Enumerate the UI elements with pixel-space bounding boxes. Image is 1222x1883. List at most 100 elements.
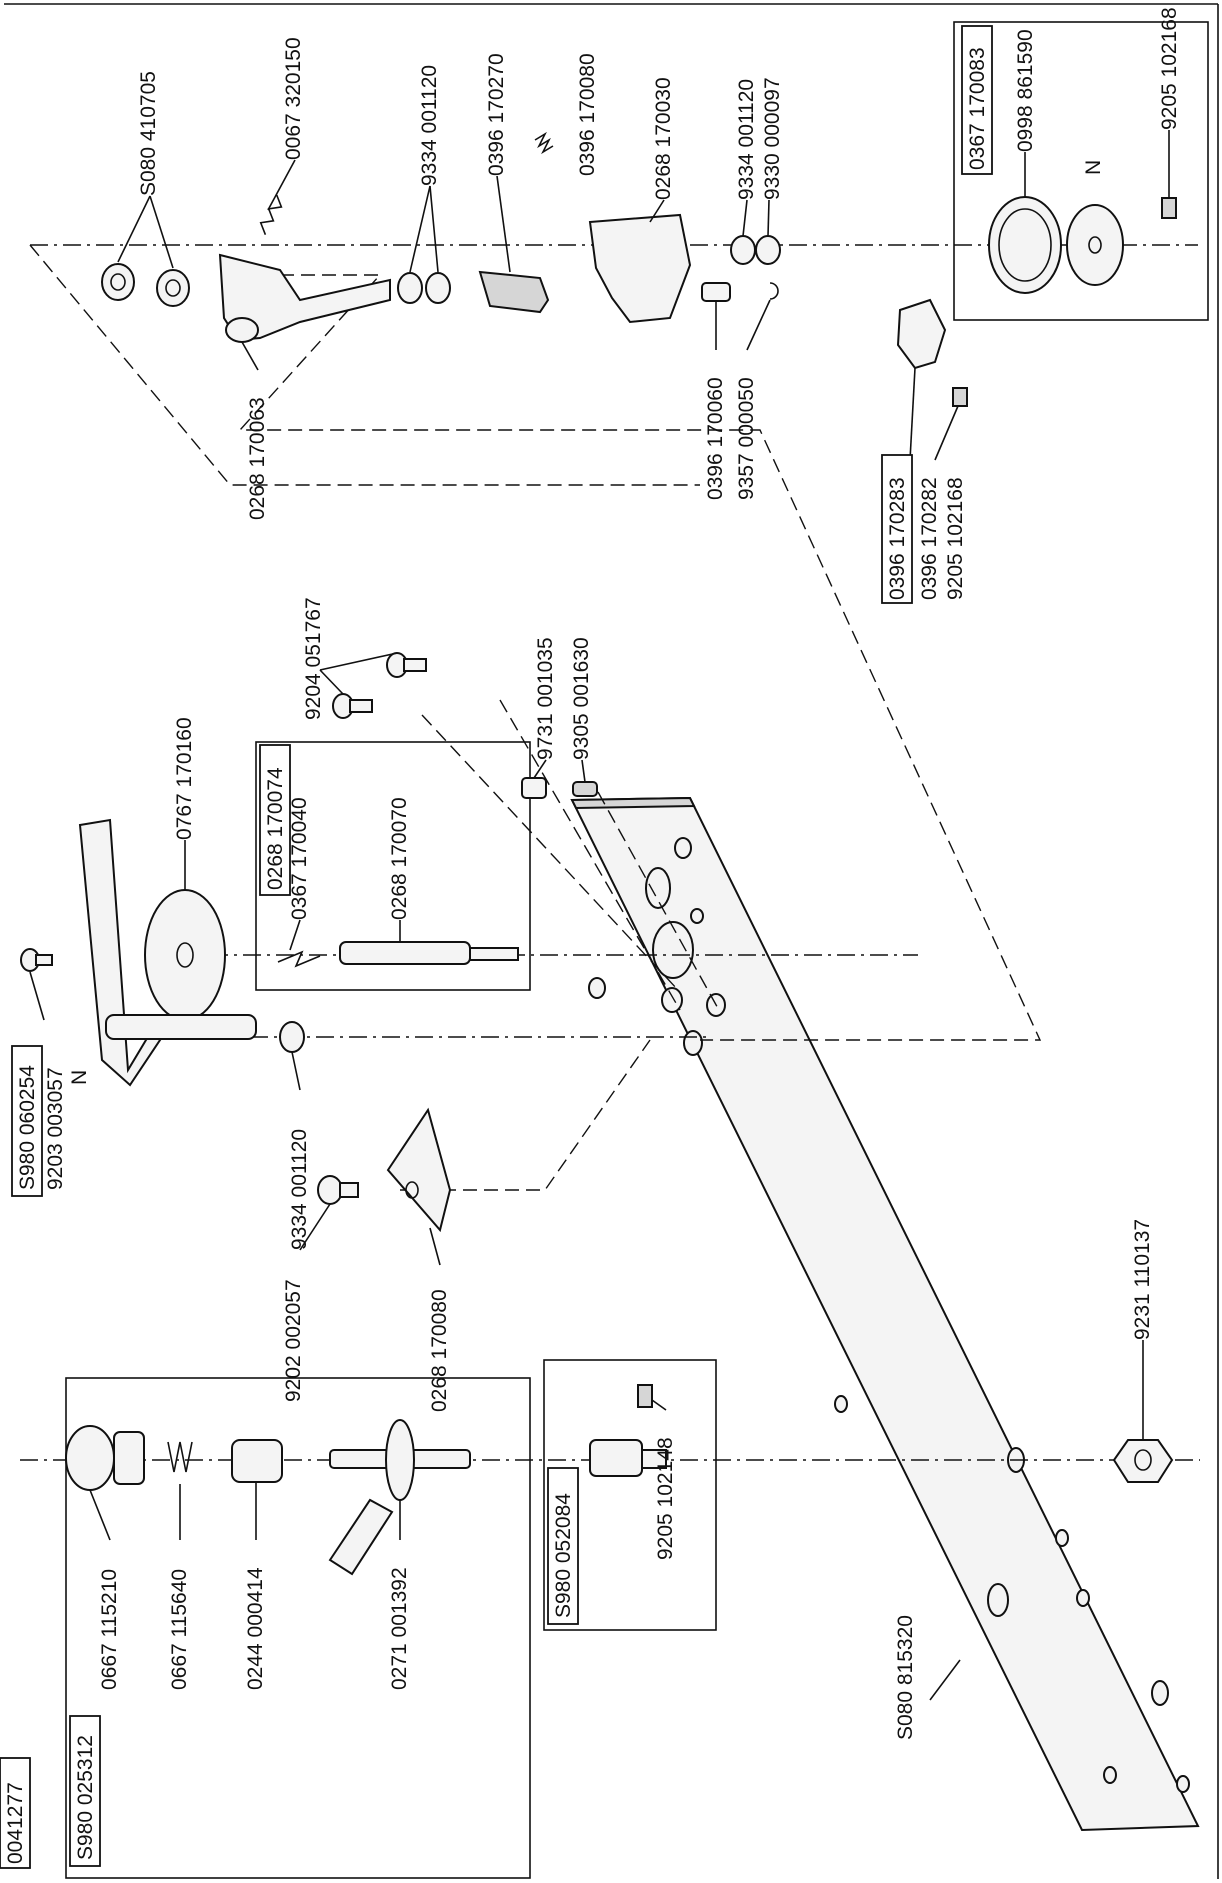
- label-n-top: N: [1082, 160, 1105, 175]
- bushing-9731-001035: [521, 777, 547, 799]
- label-s080-815320: S080 815320: [894, 1615, 917, 1740]
- label-9334-001120-b: 9334 001120: [735, 79, 758, 200]
- label-box-s980-052084: [547, 1467, 579, 1625]
- label-sheet-id: 0041277: [4, 1782, 27, 1864]
- leader: [319, 669, 344, 695]
- leader: [429, 185, 439, 273]
- label-s080-410705: S080 410705: [137, 71, 160, 196]
- label-9205-102148: 9205 102148: [654, 1437, 677, 1560]
- label-0998-861590: 0998 861590: [1014, 29, 1037, 152]
- plate-hole: [645, 867, 671, 909]
- group-box-s980-025312: [65, 1377, 531, 1879]
- label-s980-052084: S980 052084: [552, 1493, 575, 1618]
- shaft-lever: [328, 1498, 394, 1576]
- plate-hole: [661, 987, 683, 1013]
- leader: [909, 367, 916, 461]
- collar-tip: [641, 1449, 667, 1469]
- labels: S080 410705 0067 320150 9334 001120 0396…: [0, 7, 1181, 1869]
- arm-pin: [105, 1014, 257, 1040]
- washer-s080-410705: [101, 263, 135, 301]
- nut-hole: [1134, 1449, 1152, 1471]
- label-0268-170070: 0268 170070: [388, 797, 411, 920]
- label-9357-000050: 9357 000050: [735, 377, 758, 500]
- shaft-0268-170070: [339, 941, 471, 965]
- label-9334-001120: 9334 001120: [418, 65, 441, 186]
- label-0396-170282: 0396 170282: [918, 477, 941, 600]
- setscrew-9205-102148: [637, 1384, 653, 1408]
- label-0367-170083: 0367 170083: [966, 47, 989, 170]
- label-0268-170080: 0268 170080: [428, 1289, 451, 1412]
- label-box-s980-060254: [11, 1045, 43, 1197]
- leader: [429, 1227, 441, 1266]
- leader: [409, 185, 431, 273]
- label-9231-110137: 9231 110137: [1131, 1219, 1154, 1340]
- screw-shaft: [35, 954, 53, 966]
- label-box-0396-170283: [881, 454, 913, 604]
- leader: [291, 1051, 301, 1091]
- nut-9231-110137: [1112, 1439, 1174, 1483]
- shaft-tip: [469, 947, 519, 961]
- label-0268-170030: 0268 170030: [652, 77, 675, 200]
- disc-hole: [176, 942, 194, 968]
- plate-hole: [1076, 1589, 1090, 1607]
- spring-0367-170040: [277, 950, 321, 968]
- leader: [581, 759, 586, 783]
- leader: [496, 175, 511, 273]
- washer-s080-410705: [156, 269, 190, 307]
- label-0667-115210: 0667 115210: [98, 1569, 121, 1690]
- clip-9357-000050: [769, 282, 779, 300]
- knob-body: [113, 1431, 145, 1485]
- leader: [117, 195, 151, 263]
- pin-0396-170060: [701, 282, 731, 302]
- label-9305-001630: 9305 001630: [570, 637, 593, 760]
- plate-hole: [690, 908, 704, 924]
- plate-hole: [683, 1030, 703, 1056]
- guide-line: [238, 274, 1042, 1041]
- leader: [934, 405, 959, 461]
- label-s980-060254: S980 060254: [16, 1065, 39, 1190]
- leader: [149, 195, 174, 269]
- leader: [929, 1659, 961, 1701]
- washer-hole: [110, 273, 126, 291]
- block-0396-170270: [478, 270, 550, 314]
- leader: [299, 1203, 331, 1251]
- group-box-s980-052084: [543, 1359, 717, 1631]
- label-9334-001120-c: 9334 001120: [288, 1129, 311, 1250]
- screw-9202-002057: [317, 1175, 343, 1205]
- label-0268-170074: 0268 170074: [264, 767, 287, 890]
- knob-hole: [1088, 236, 1102, 254]
- label-0396-170080: 0396 170080: [576, 53, 599, 176]
- screw-shaft: [339, 1182, 359, 1198]
- label-0271-001392: 0271 001392: [388, 1567, 411, 1690]
- sleeve-0244-000414: [231, 1439, 283, 1483]
- leader: [649, 199, 665, 223]
- label-9731-001035: 9731 001035: [534, 637, 557, 760]
- leader: [767, 199, 770, 237]
- setscrew-9205-102168: [1161, 197, 1177, 219]
- setscrew-9305-001630: [572, 781, 598, 797]
- clamp-0396-170282: [896, 298, 947, 370]
- plate-hole: [588, 977, 606, 999]
- label-box-sheet-id: [0, 1757, 31, 1869]
- leader: [89, 1489, 111, 1541]
- guide-line: [499, 699, 681, 1011]
- bracket-hole: [405, 1181, 419, 1199]
- plate-hole: [834, 1395, 848, 1413]
- label-9202-002057: 9202 002057: [282, 1279, 305, 1402]
- washer-9330-000097: [755, 235, 781, 265]
- plate-hole: [1055, 1529, 1069, 1547]
- label-0396-170060: 0396 170060: [704, 377, 727, 500]
- label-s980-025312: S980 025312: [74, 1735, 97, 1860]
- label-9205-102168-b: 9205 102168: [944, 477, 967, 600]
- label-0667-115640: 0667 115640: [168, 1569, 191, 1690]
- knob-0667-115210: [65, 1425, 115, 1491]
- plate-hole: [987, 1583, 1009, 1617]
- leader: [746, 299, 771, 351]
- knob-0367-170083: [1066, 204, 1124, 286]
- plate-hole: [1151, 1680, 1169, 1706]
- label-box-0268-170074: [259, 744, 291, 896]
- ring-inner: [998, 208, 1052, 282]
- bracket-0268-170030: [588, 213, 692, 324]
- plate-hole: [1176, 1775, 1190, 1793]
